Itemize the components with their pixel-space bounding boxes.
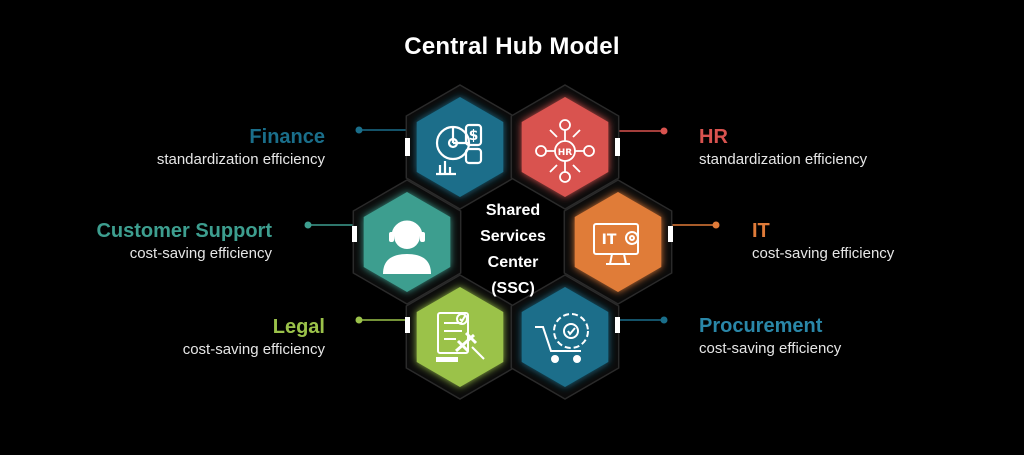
center-line-1: Shared bbox=[485, 202, 541, 219]
customer-support-description: cost-saving efficiency bbox=[129, 245, 272, 262]
procurement-name: Procurement bbox=[699, 315, 823, 337]
legal-gavel-document-icon bbox=[436, 312, 485, 362]
finance-name: Finance bbox=[249, 126, 325, 148]
hr-name: HR bbox=[699, 126, 728, 148]
it-monitor-gear-icon: IT bbox=[593, 223, 639, 265]
it-label: IT cost-saving efficiency bbox=[752, 219, 894, 264]
procurement-label: Procurement cost-saving efficiency bbox=[699, 314, 841, 359]
hr-network-icon: HR bbox=[535, 119, 595, 183]
svg-text:$: $ bbox=[469, 128, 479, 144]
diagram-title: Central Hub Model bbox=[404, 33, 620, 60]
hr-hex-fill bbox=[521, 97, 609, 197]
center-line-3: Center bbox=[487, 254, 539, 271]
legal-description: cost-saving efficiency bbox=[182, 341, 325, 358]
center-line-4: (SSC) bbox=[491, 280, 535, 297]
center-line-2: Services bbox=[480, 228, 546, 245]
finance-chart-icon: $ bbox=[435, 123, 483, 176]
svg-text:IT: IT bbox=[602, 232, 617, 248]
hr-description: standardization efficiency bbox=[699, 151, 868, 168]
hr-label: HR standardization efficiency bbox=[699, 125, 867, 170]
legal-label: Legal cost-saving efficiency bbox=[183, 315, 325, 360]
it-hex-fill bbox=[574, 192, 662, 292]
customer-support-label: Customer Support cost-saving efficiency bbox=[96, 219, 272, 264]
legal-name: Legal bbox=[272, 316, 325, 338]
finance-connector-dot bbox=[355, 126, 363, 134]
procurement-description: cost-saving efficiency bbox=[699, 340, 842, 357]
legal-connector-dot bbox=[355, 316, 363, 324]
hr-hex: HR bbox=[510, 84, 620, 210]
finance-hex-fill bbox=[416, 97, 504, 197]
it-connector-dot bbox=[712, 221, 720, 229]
hr-connector-dot bbox=[660, 127, 668, 135]
customer-support-connector-dot bbox=[304, 221, 312, 229]
it-hex: IT bbox=[563, 179, 673, 305]
svg-text:HR: HR bbox=[558, 148, 573, 158]
it-description: cost-saving efficiency bbox=[752, 245, 895, 262]
finance-hex: $ bbox=[405, 84, 515, 210]
procurement-hex-fill bbox=[521, 287, 609, 387]
procurement-connector-dot bbox=[660, 316, 668, 324]
headset-agent-icon bbox=[383, 220, 431, 274]
finance-label: Finance standardization efficiency bbox=[157, 125, 325, 170]
finance-description: standardization efficiency bbox=[156, 151, 325, 168]
cart-gear-icon bbox=[535, 313, 589, 363]
procurement-hex bbox=[510, 274, 620, 400]
customer-support-name: Customer Support bbox=[96, 220, 272, 242]
customer-support-hex bbox=[352, 179, 462, 305]
it-name: IT bbox=[752, 220, 770, 242]
center-hub-label: Shared Services Center (SSC) bbox=[462, 198, 564, 302]
